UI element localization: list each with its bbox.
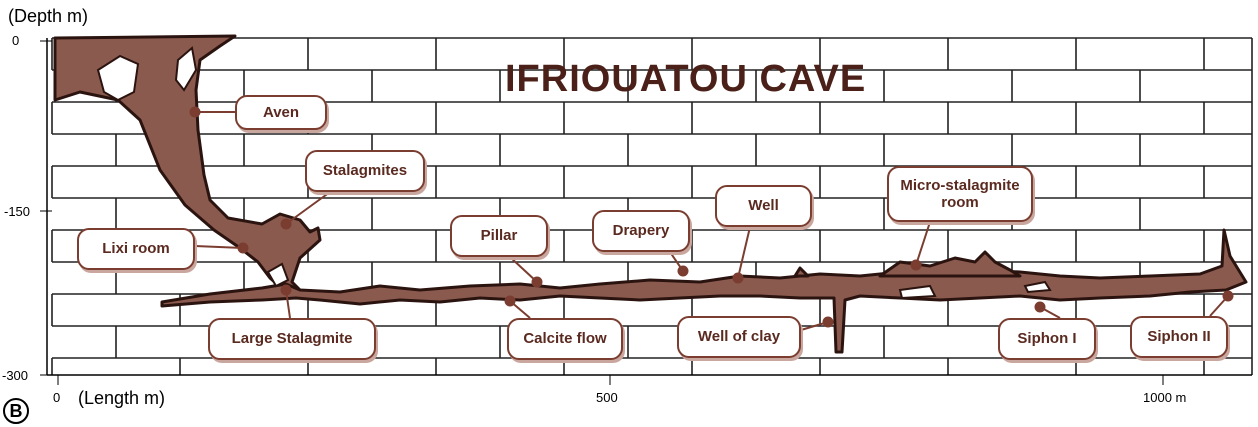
leader-dot-siphon-2: [1224, 292, 1233, 301]
diagram-title: IFRIOUATOU CAVE: [505, 58, 866, 101]
leader-dot-well: [734, 274, 743, 283]
leader-dot-pillar: [533, 278, 542, 287]
leader-line-micro-stalagmite-room: [916, 222, 930, 265]
x-tick-label-500: 500: [596, 390, 618, 405]
leader-dot-calcite-flow: [506, 297, 515, 306]
x-axis-label: (Length m): [78, 388, 165, 409]
x-tick-label-1000: 1000 m: [1143, 390, 1186, 405]
leader-dot-aven: [191, 108, 200, 117]
y-tick-label-300: -300: [2, 368, 28, 383]
callout-micro-stalagmite-room: Micro-stalagmite room: [887, 166, 1033, 222]
y-tick-label-0: 0: [12, 33, 19, 48]
y-tick-label-150: -150: [4, 204, 30, 219]
leader-dot-well-of-clay: [824, 318, 833, 327]
leader-dot-stalagmites: [282, 220, 291, 229]
leader-line-pillar: [510, 257, 537, 282]
callout-large-stalagmite: Large Stalagmite: [208, 318, 376, 360]
leader-dot-large-stalagmite: [282, 286, 291, 295]
callout-micro-stalagmite-line2: room: [941, 194, 979, 211]
y-axis-label: (Depth m): [8, 6, 88, 27]
x-tick-label-0: 0: [53, 390, 60, 405]
leader-dot-siphon-1: [1036, 303, 1045, 312]
callout-calcite-flow: Calcite flow: [507, 318, 623, 360]
callout-pillar: Pillar: [450, 215, 548, 257]
leader-line-well: [738, 227, 750, 278]
callout-drapery: Drapery: [592, 210, 690, 252]
callout-well-of-clay: Well of clay: [677, 316, 801, 358]
callout-lixi-room: Lixi room: [77, 228, 195, 270]
callout-micro-stalagmite-line1: Micro-stalagmite: [900, 177, 1019, 194]
callout-siphon-2: Siphon II: [1130, 316, 1228, 358]
callout-aven: Aven: [235, 95, 327, 130]
leader-dot-drapery: [679, 267, 688, 276]
panel-letter: B: [3, 398, 29, 424]
callout-siphon-1: Siphon I: [998, 318, 1096, 360]
leader-dot-micro-stalagmite-room: [912, 261, 921, 270]
callout-stalagmites: Stalagmites: [305, 150, 425, 192]
leader-dot-lixi-room: [239, 244, 248, 253]
callout-well: Well: [715, 185, 812, 227]
